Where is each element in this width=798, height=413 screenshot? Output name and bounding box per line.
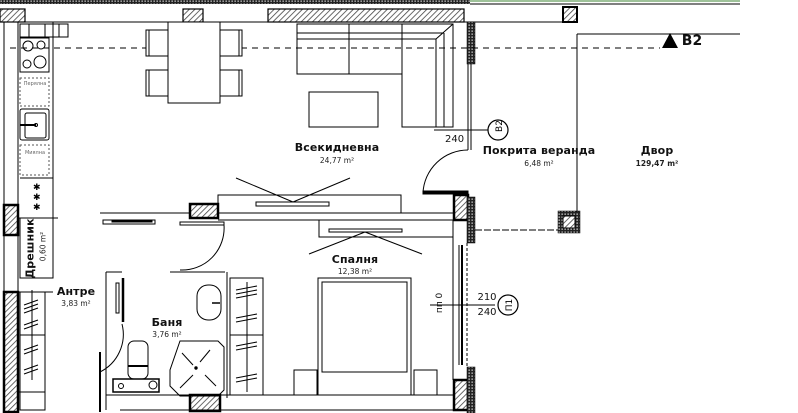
entry-closet	[18, 290, 53, 411]
section-marker-triangle	[662, 33, 678, 48]
bed	[120, 277, 454, 411]
window-p1	[430, 237, 495, 380]
svg-text:✱: ✱	[33, 183, 41, 193]
section-marker-label: B2	[681, 33, 703, 49]
room-area-living: 24,77 m²	[319, 156, 355, 165]
bedroom-wardrobe	[229, 277, 264, 396]
partition-wall	[100, 177, 454, 255]
svg-text:B2: B2	[495, 120, 505, 132]
room-area-closet: 0,60 m²	[38, 231, 48, 262]
svg-text:✱: ✱	[33, 193, 41, 203]
sofa	[296, 23, 454, 128]
exterior-walls	[0, 6, 581, 413]
room-name-bathroom: Баня	[151, 316, 183, 329]
room-area-veranda: 6,48 m²	[524, 159, 554, 168]
door-veranda	[422, 149, 469, 195]
kitchen-burner-marks: ✱✱✱	[33, 183, 41, 213]
hall-doors	[99, 219, 225, 412]
kitchen-counter	[3, 22, 69, 413]
room-name-veranda: Покрита веранда	[482, 144, 596, 157]
yard-boundary	[475, 33, 740, 231]
window-b2	[434, 64, 490, 150]
room-name-living: Всекидневна	[294, 141, 380, 154]
dining-set	[145, 21, 243, 104]
window-tag-p1: П1	[497, 294, 519, 316]
window-p1-height-top: 210	[477, 292, 497, 303]
svg-text:✱: ✱	[33, 203, 41, 213]
room-name-bedroom: Спалня	[331, 253, 379, 266]
window-tag-b2: B2	[487, 119, 509, 141]
window-p1-sill: пп 0	[435, 292, 445, 314]
appliance-washer: Перялна	[23, 81, 47, 87]
room-area-yard: 129,47 m²	[635, 159, 679, 168]
room-area-bedroom: 12,38 m²	[337, 267, 373, 276]
room-name-entry: Антре	[56, 285, 96, 298]
room-name-yard: Двор	[640, 144, 674, 157]
window-b2-dim: 240	[445, 134, 464, 145]
appliance-dishwasher: Миялна	[24, 150, 46, 156]
bathroom-fixtures	[105, 271, 230, 411]
svg-text:П1: П1	[505, 299, 515, 312]
window-p1-width: 240	[477, 307, 497, 318]
room-name-closet: Дрешник	[23, 218, 37, 279]
room-area-entry: 3,83 m²	[61, 299, 91, 308]
room-area-bathroom: 3,76 m²	[152, 330, 182, 339]
